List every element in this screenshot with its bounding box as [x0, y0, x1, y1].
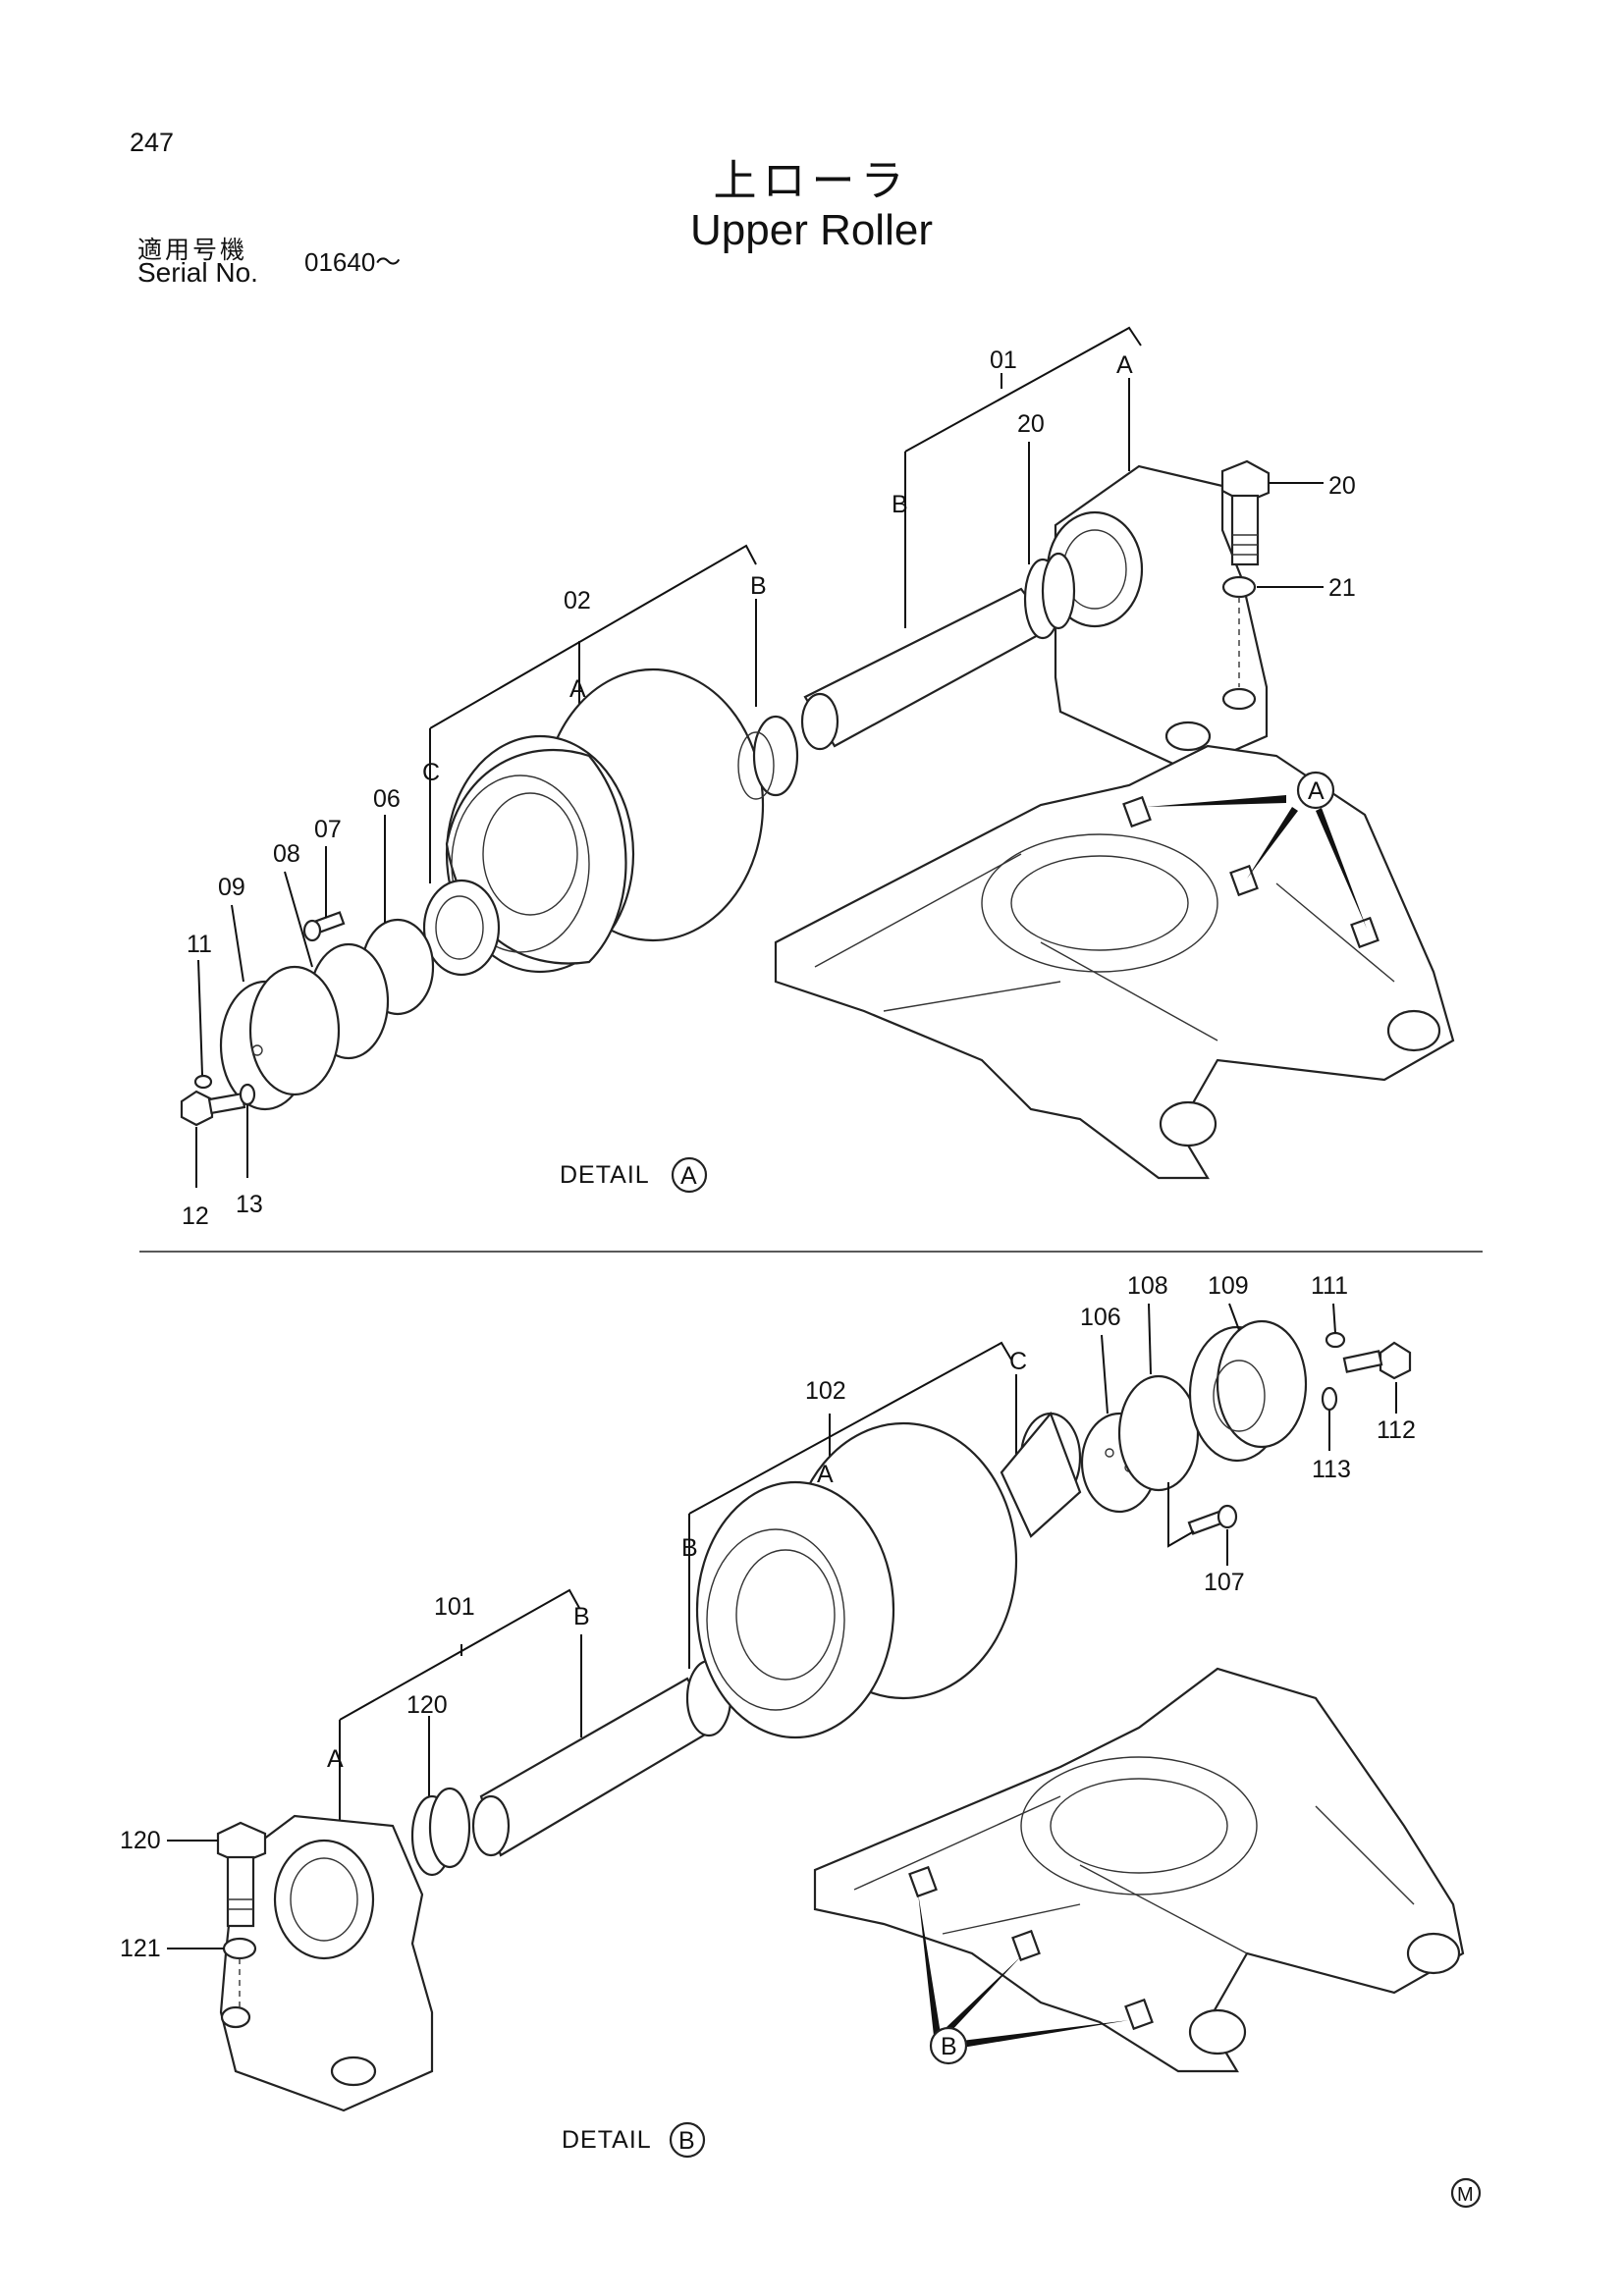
callout-08: 08 [273, 840, 300, 868]
detail-a-circle-letter: A [1308, 777, 1325, 805]
title-japanese: 上ローラ [713, 156, 910, 206]
callout-121: 121 [120, 1935, 161, 1962]
detail-a-caption: DETAIL [560, 1161, 650, 1189]
b-sub-letter-b-2: B [573, 1603, 590, 1630]
detail-a-caption-circle: A [680, 1162, 697, 1190]
callout-115: 120 [406, 1691, 448, 1719]
b-sub-letter-c: C [1009, 1348, 1027, 1375]
detail-b-caption-circle: B [678, 2127, 695, 2155]
callout-101: 101 [434, 1593, 475, 1621]
callout-09: 09 [218, 874, 245, 901]
page-number: 247 [130, 128, 175, 157]
b-sub-letter-a: A [817, 1461, 834, 1488]
serial-label-english: Serial No. [137, 257, 258, 288]
callout-111: 111 [1311, 1272, 1348, 1300]
callout-21: 21 [1328, 574, 1356, 602]
callout-15: 20 [1017, 410, 1045, 438]
title-english: Upper Roller [690, 206, 933, 254]
callout-112: 112 [1377, 1416, 1416, 1444]
callout-113: 113 [1312, 1456, 1351, 1483]
callout-06: 06 [373, 785, 401, 813]
callout-109: 109 [1208, 1272, 1249, 1300]
callout-12: 12 [182, 1202, 209, 1230]
callout-02: 02 [564, 587, 591, 614]
callout-107: 107 [1204, 1569, 1245, 1596]
callout-11: 11 [187, 931, 212, 958]
sub-letter-c: C [422, 759, 440, 786]
detail-a-drawing: 01 A 20 B 20 21 02 B A C 06 07 08 09 11 … [180, 326, 1455, 1230]
b-sub-letter-b: B [681, 1534, 698, 1562]
callout-106: 106 [1080, 1304, 1121, 1331]
sub-letter-a-2: A [569, 675, 586, 703]
detail-b-circle-letter: B [941, 2033, 957, 2060]
callout-07: 07 [314, 816, 342, 843]
callout-20: 20 [1328, 472, 1356, 500]
detail-b-drawing: B 102 C A B 106 108 109 111 112 113 107 … [120, 1272, 1465, 2112]
callout-01: 01 [990, 347, 1017, 374]
detail-b-caption: DETAIL [562, 2126, 652, 2154]
serial-label-japanese: 適用号機 [137, 236, 248, 264]
serial-value: 01640～ [304, 247, 402, 277]
b-sub-letter-a-2: A [327, 1745, 344, 1773]
callout-108: 108 [1127, 1272, 1168, 1300]
sub-letter-b: B [892, 491, 908, 518]
callout-102: 102 [805, 1377, 846, 1405]
callout-13: 13 [236, 1191, 263, 1218]
callout-120: 120 [120, 1827, 161, 1854]
sub-letter-b-2: B [750, 572, 767, 600]
m-mark: M [1457, 2184, 1474, 2206]
sub-letter-a: A [1116, 351, 1133, 379]
